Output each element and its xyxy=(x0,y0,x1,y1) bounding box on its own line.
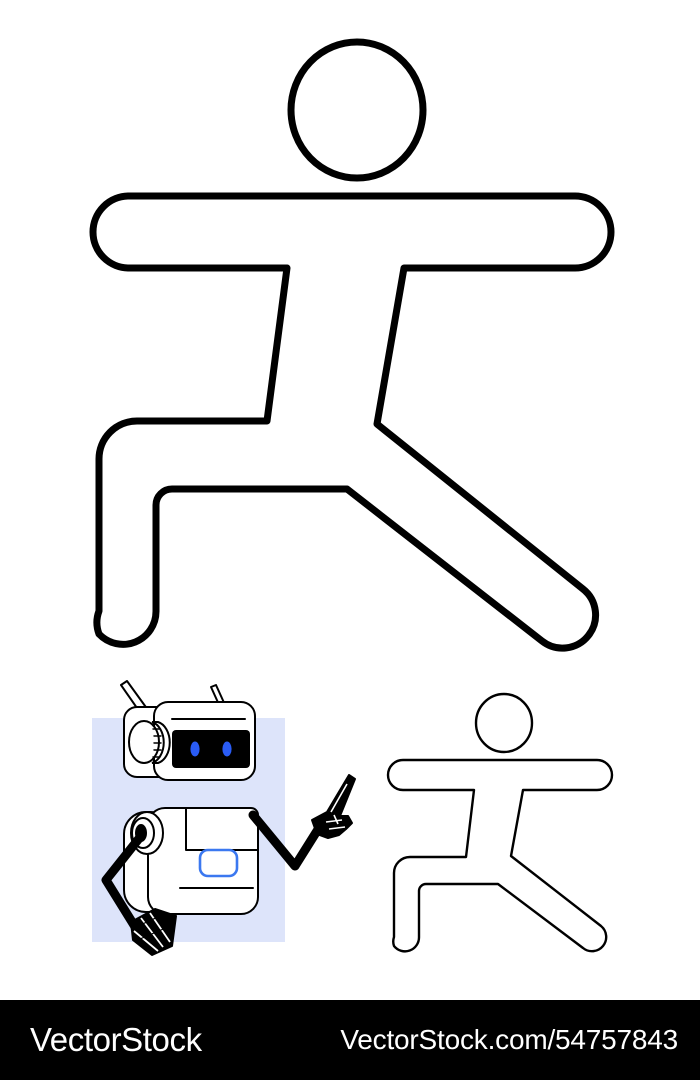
robot-left-eye-icon xyxy=(190,741,200,757)
robot-right-arm xyxy=(248,810,327,871)
small-figure-body-outline xyxy=(386,758,614,953)
robot-ear-dial-knob xyxy=(151,721,171,764)
robot-visor-screen xyxy=(172,730,250,768)
robot-chest-button xyxy=(198,848,239,878)
large-figure-head-icon xyxy=(287,38,427,182)
large-figure-body-outline xyxy=(89,192,615,652)
artboard xyxy=(89,38,615,956)
vectorstock-logo: VectorStock xyxy=(30,1021,202,1058)
watermark-footer: VectorStock VectorStock.com/54757843 xyxy=(0,1000,700,1080)
large-stick-figure xyxy=(89,38,615,652)
vectorstock-url: VectorStock.com/54757843 xyxy=(340,1024,678,1055)
robot-ear-dial-ridges xyxy=(152,728,162,758)
robot-right-eye-icon xyxy=(222,741,232,757)
robot-left-hand-icon xyxy=(130,908,177,956)
small-figure-head-icon xyxy=(474,692,534,754)
robot-pointing-hand-icon xyxy=(311,774,356,839)
robot-mascot xyxy=(92,680,356,956)
robot-left-arm xyxy=(101,831,146,935)
vector-artwork xyxy=(89,38,615,956)
robot-ear-dial-outer xyxy=(128,720,160,764)
small-stick-figure xyxy=(386,692,614,953)
robot-torso-upper-panel xyxy=(185,807,259,851)
